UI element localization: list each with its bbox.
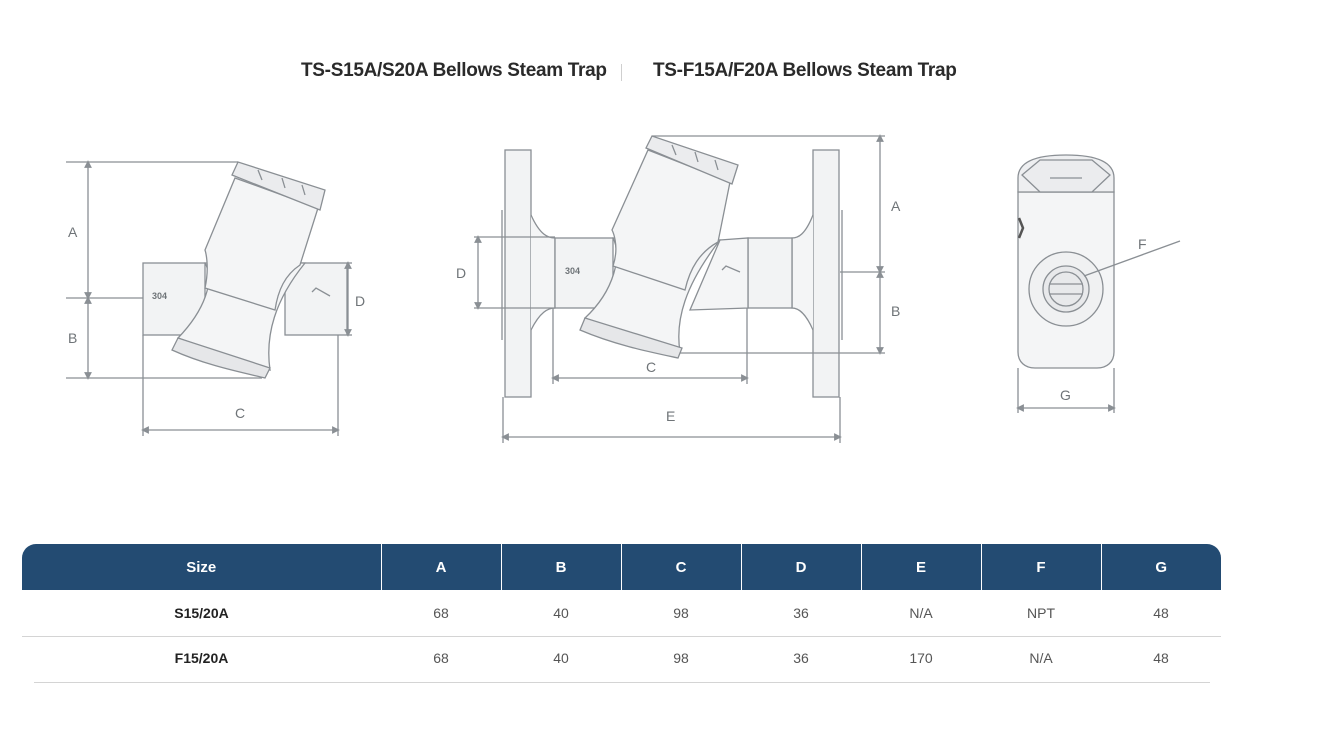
dim-label-g-3: G bbox=[1060, 387, 1071, 403]
table-row: S15/20A 68 40 98 36 N/A NPT 48 bbox=[22, 590, 1221, 635]
header-f: F bbox=[981, 544, 1102, 590]
drawing-side-view bbox=[1016, 154, 1181, 413]
cell-c: 98 bbox=[673, 649, 689, 666]
cell-f: N/A bbox=[1029, 649, 1053, 666]
drawing-screwed-trap bbox=[66, 160, 352, 436]
cell-size: F15/20A bbox=[174, 649, 229, 666]
cell-a: 68 bbox=[433, 649, 449, 666]
table-row: F15/20A 68 40 98 36 170 N/A 48 bbox=[22, 635, 1221, 680]
title-screwed-trap: TS-S15A/S20A Bellows Steam Trap bbox=[301, 60, 607, 81]
dimension-table: Size A B C D E F G S15/20A 68 40 98 36 N… bbox=[22, 544, 1221, 680]
material-mark-2: 304 bbox=[565, 266, 580, 276]
cell-d: 36 bbox=[793, 604, 809, 621]
header-g: G bbox=[1101, 544, 1221, 590]
row-divider bbox=[34, 682, 1210, 683]
dim-label-c-1: C bbox=[235, 405, 245, 421]
cell-size: S15/20A bbox=[174, 604, 229, 621]
cell-e: N/A bbox=[909, 604, 933, 621]
dim-label-e-2: E bbox=[666, 408, 675, 424]
cell-b: 40 bbox=[553, 604, 569, 621]
cell-d: 36 bbox=[793, 649, 809, 666]
cell-g: 48 bbox=[1153, 604, 1169, 621]
row-divider bbox=[22, 636, 1221, 637]
header-a: A bbox=[381, 544, 502, 590]
table-header-row: Size A B C D E F G bbox=[22, 544, 1221, 590]
cell-f: NPT bbox=[1027, 604, 1055, 621]
drawing-flanged-trap bbox=[474, 134, 885, 443]
cell-c: 98 bbox=[673, 604, 689, 621]
header-c: C bbox=[621, 544, 742, 590]
dim-label-a-1: A bbox=[68, 224, 78, 240]
header-size: Size bbox=[22, 544, 382, 590]
title-divider bbox=[621, 64, 622, 81]
dim-label-d-1: D bbox=[355, 293, 365, 309]
dim-label-b-2: B bbox=[891, 303, 900, 319]
header-d: D bbox=[741, 544, 862, 590]
cell-b: 40 bbox=[553, 649, 569, 666]
technical-drawings: A B C D 304 bbox=[66, 134, 1181, 443]
header-e: E bbox=[861, 544, 982, 590]
dim-label-a-2: A bbox=[891, 198, 901, 214]
dim-label-f-3: F bbox=[1138, 236, 1147, 252]
title-flanged-trap: TS-F15A/F20A Bellows Steam Trap bbox=[653, 60, 957, 81]
material-mark-1: 304 bbox=[152, 291, 167, 301]
cell-e: 170 bbox=[909, 649, 933, 666]
dim-label-b-1: B bbox=[68, 330, 77, 346]
dim-label-c-2: C bbox=[646, 359, 656, 375]
dim-label-d-2: D bbox=[456, 265, 466, 281]
cell-g: 48 bbox=[1153, 649, 1169, 666]
title-bar: TS-S15A/S20A Bellows Steam Trap TS-F15A/… bbox=[0, 60, 1337, 88]
cell-a: 68 bbox=[433, 604, 449, 621]
header-b: B bbox=[501, 544, 622, 590]
